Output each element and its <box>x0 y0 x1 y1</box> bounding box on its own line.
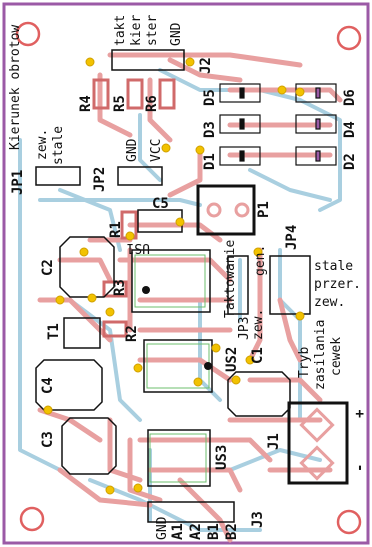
diode-d5 <box>219 83 261 103</box>
capacitor-c2 <box>59 236 115 298</box>
potentiometer-p1 <box>196 184 256 236</box>
label-d6: D6 <box>342 89 358 106</box>
jp3-opt-zew: zew. <box>251 309 266 340</box>
label-r5: R5 <box>112 95 128 112</box>
jp4-opt-zew: zew. <box>314 295 345 310</box>
j3-pin-b2: B2 <box>224 523 240 540</box>
jp2-gnd: GND <box>125 138 140 162</box>
label-c3: C3 <box>40 431 56 448</box>
header-jp1 <box>35 166 81 186</box>
label-r2: R2 <box>124 325 140 342</box>
resistor-r5 <box>126 78 144 110</box>
label-us1: US1 <box>127 240 150 255</box>
label-r3: R3 <box>112 279 128 296</box>
label-us3: US3 <box>214 445 230 470</box>
label-us2: US2 <box>224 347 240 372</box>
header-jp3 <box>227 255 249 315</box>
label-p1: P1 <box>256 201 272 218</box>
jp4-opt-przer: przer. <box>314 277 361 292</box>
mode-line1: Tryb <box>297 347 312 378</box>
j3-pin-gnd: GND <box>155 516 170 540</box>
j2-pin-takt: takt <box>113 15 128 46</box>
j3-ref: J3 <box>250 511 266 528</box>
resistor-r3 <box>102 280 128 298</box>
jp2-vcc: VCC <box>149 139 164 162</box>
label-d2: D2 <box>342 153 358 170</box>
label-t1: T1 <box>46 323 62 340</box>
transistor-t1 <box>63 317 101 349</box>
resistor-r6 <box>158 78 176 110</box>
jp3-title: Taktowanie <box>223 240 238 318</box>
header-j3 <box>147 501 235 523</box>
jp4-opt-stale: stale <box>314 259 353 274</box>
j3-pin-b1: B1 <box>206 523 222 540</box>
diode-d1 <box>219 146 261 166</box>
jp3-opt-gen: gen. <box>253 245 268 276</box>
black-vias <box>142 286 212 370</box>
mounting-holes <box>15 21 362 535</box>
vias <box>43 57 305 495</box>
j2-pin-kier: kier <box>129 15 144 46</box>
resistor-r4 <box>92 78 110 110</box>
jp3-ref: JP3 <box>237 317 252 340</box>
ic-us3 <box>147 429 211 487</box>
mode-line2: zasilania <box>313 320 328 390</box>
mounting-hole-top-left <box>15 21 41 47</box>
j3-pin-a2: A2 <box>188 523 204 540</box>
ic-us1 <box>131 249 211 313</box>
j1-plus: + <box>352 410 368 418</box>
label-d3: D3 <box>202 121 218 138</box>
headers <box>35 49 311 523</box>
mounting-hole-bottom-right <box>336 509 362 535</box>
label-c1: C1 <box>250 347 266 364</box>
diode-d3 <box>219 114 261 134</box>
diode-d4 <box>295 114 337 134</box>
j1-minus: - <box>352 464 368 472</box>
connector-j1-body <box>287 401 349 485</box>
j1-ref: J1 <box>266 433 282 450</box>
capacitor-c4 <box>35 359 103 411</box>
header-j2 <box>111 49 185 71</box>
capacitor-c3 <box>61 417 117 475</box>
resistors <box>92 78 176 338</box>
header-jp4 <box>269 255 311 315</box>
label-c4: C4 <box>40 377 56 394</box>
label-d1: D1 <box>202 153 218 170</box>
resistor-r2 <box>102 320 128 338</box>
mounting-hole-top-right <box>336 25 362 51</box>
jp4-ref: JP4 <box>284 225 300 250</box>
mounting-hole-bottom-left <box>19 506 45 532</box>
label-c5: C5 <box>152 196 169 212</box>
header-jp2 <box>117 166 163 186</box>
mode-line3: cewek <box>329 337 344 376</box>
j3-pin-a1: A1 <box>170 523 186 540</box>
jp1-ref: JP1 <box>10 170 26 195</box>
jp1-title-line1: Kierunek obrotow <box>8 25 23 150</box>
jp1-opt-stale: stale <box>51 126 66 165</box>
jp2-ref: JP2 <box>92 167 108 192</box>
j2-ref: J2 <box>198 57 214 74</box>
label-r1: R1 <box>108 221 124 238</box>
diode-d2 <box>295 146 337 166</box>
j2-pin-gnd: GND <box>169 22 184 46</box>
label-d4: D4 <box>342 121 358 138</box>
jp1-opt-zew: zew. <box>35 129 50 160</box>
label-d5: D5 <box>202 89 218 106</box>
j2-pin-ster: ster <box>145 15 160 46</box>
bottom-layer-tracks <box>18 68 342 532</box>
capacitor-c1 <box>227 371 291 417</box>
label-r6: R6 <box>144 95 160 112</box>
label-c2: C2 <box>40 259 56 276</box>
label-r4: R4 <box>78 95 94 112</box>
